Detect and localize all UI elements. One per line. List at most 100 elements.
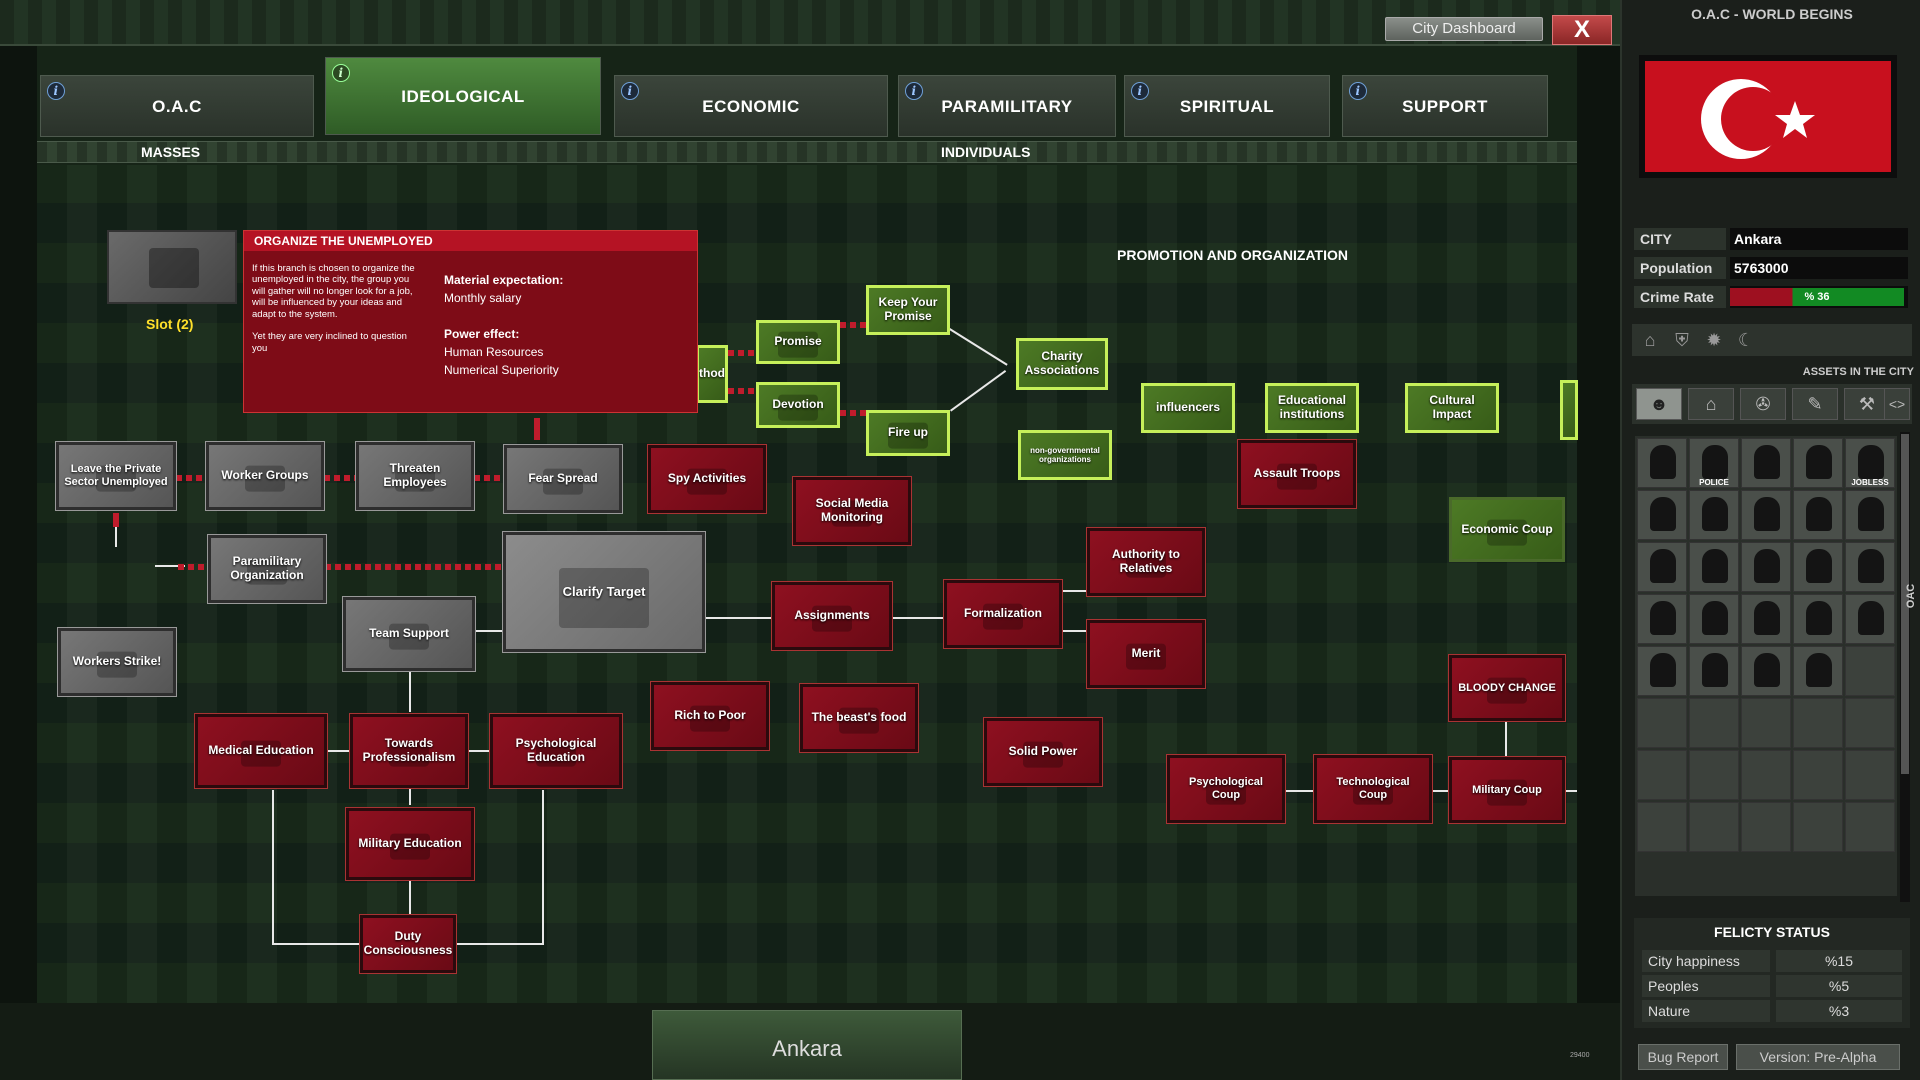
person-silhouette-icon xyxy=(1702,601,1728,635)
node-team-support[interactable]: Team Support xyxy=(343,597,475,671)
node-spy-activities[interactable]: Spy Activities xyxy=(648,445,766,513)
node-keep-your-promise[interactable]: Keep Your Promise xyxy=(866,285,950,335)
empty-asset-slot xyxy=(1741,750,1791,800)
asset-slot[interactable] xyxy=(1689,542,1739,592)
node-leave-private-sector[interactable]: Leave the Private Sector Unemployed xyxy=(56,442,176,510)
asset-slot[interactable] xyxy=(1637,646,1687,696)
asset-slot[interactable]: POLICE xyxy=(1689,438,1739,488)
person-silhouette-icon xyxy=(1858,549,1884,583)
node-military-coup[interactable]: Military Coup xyxy=(1449,757,1565,823)
info-icon[interactable]: i xyxy=(1131,82,1149,100)
info-icon[interactable]: i xyxy=(332,64,350,82)
node-assault-troops[interactable]: Assault Troops xyxy=(1238,440,1356,508)
asset-slot[interactable] xyxy=(1845,594,1895,644)
arrows-icon[interactable]: <> xyxy=(1884,388,1910,420)
bug-report-button[interactable]: Bug Report xyxy=(1638,1044,1728,1070)
node-beasts-food[interactable]: The beast's food xyxy=(800,684,918,752)
asset-slot[interactable] xyxy=(1741,490,1791,540)
asset-slot[interactable] xyxy=(1793,542,1843,592)
info-icon[interactable]: i xyxy=(1349,82,1367,100)
asset-slot[interactable] xyxy=(1741,594,1791,644)
home-icon[interactable]: ⌂ xyxy=(1644,330,1656,350)
asset-slot[interactable] xyxy=(1741,646,1791,696)
node-rich-to-poor[interactable]: Rich to Poor xyxy=(651,682,769,750)
node-clarify-target[interactable]: Clarify Target xyxy=(503,532,705,652)
asset-slot[interactable] xyxy=(1689,594,1739,644)
node-merit[interactable]: Merit xyxy=(1087,620,1205,688)
asset-slot[interactable] xyxy=(1741,438,1791,488)
node-formalization[interactable]: Formalization xyxy=(944,580,1062,648)
node-assignments[interactable]: Assignments xyxy=(772,582,892,650)
empty-asset-slot xyxy=(1845,802,1895,852)
moon-icon[interactable]: ☾ xyxy=(1737,330,1755,350)
node-psychological-coup[interactable]: Psychological Coup xyxy=(1167,755,1285,823)
node-influencers[interactable]: influencers xyxy=(1141,383,1235,433)
asset-slot[interactable] xyxy=(1637,438,1687,488)
asset-slot[interactable] xyxy=(1689,490,1739,540)
person-icon[interactable]: ☻ xyxy=(1636,388,1682,420)
node-ngo[interactable]: non-governmental organizations xyxy=(1018,430,1112,480)
node-workers-strike[interactable]: Workers Strike! xyxy=(58,628,176,696)
node-devotion[interactable]: Devotion xyxy=(756,382,840,428)
asset-slot[interactable] xyxy=(1793,594,1843,644)
close-button[interactable]: X xyxy=(1552,15,1612,45)
info-icon[interactable]: i xyxy=(905,82,923,100)
node-partial[interactable] xyxy=(1560,380,1578,440)
wrench-icon[interactable]: ⚒ xyxy=(1844,388,1890,420)
asset-slot[interactable] xyxy=(1845,490,1895,540)
asset-slot[interactable] xyxy=(1637,490,1687,540)
asset-slot[interactable] xyxy=(1689,646,1739,696)
node-cultural-impact[interactable]: Cultural Impact xyxy=(1405,383,1499,433)
node-fear-spread[interactable]: Fear Spread xyxy=(504,445,622,513)
node-psychological-education[interactable]: Psychological Education xyxy=(490,714,622,788)
node-educational-institutions[interactable]: Educational institutions xyxy=(1265,383,1359,433)
gear-burst-icon[interactable]: ✹ xyxy=(1706,330,1722,350)
node-medical-education[interactable]: Medical Education xyxy=(195,714,327,788)
node-authority-to-relatives[interactable]: Authority to Relatives xyxy=(1087,528,1205,596)
asset-slot[interactable] xyxy=(1845,542,1895,592)
connector xyxy=(1563,790,1577,792)
scroll-thumb[interactable] xyxy=(1901,434,1909,774)
asset-slot[interactable] xyxy=(1637,542,1687,592)
asset-slot[interactable] xyxy=(1793,438,1843,488)
info-icon[interactable]: i xyxy=(47,82,65,100)
city-tab[interactable]: Ankara xyxy=(652,1010,962,1080)
quill-icon[interactable]: ✎ xyxy=(1792,388,1838,420)
node-technological-coup[interactable]: Technological Coup xyxy=(1314,755,1432,823)
node-threaten-employees[interactable]: Threaten Employees xyxy=(356,442,474,510)
node-duty-consciousness[interactable]: Duty Consciousness xyxy=(360,915,456,973)
asset-slot[interactable] xyxy=(1793,646,1843,696)
node-economic-coup[interactable]: Economic Coup xyxy=(1449,497,1565,562)
shield-icon[interactable]: ⛨ xyxy=(1675,330,1689,350)
city-dashboard-button[interactable]: City Dashboard xyxy=(1385,17,1543,41)
asset-slot[interactable] xyxy=(1637,594,1687,644)
wheel-icon[interactable]: ✇ xyxy=(1740,388,1786,420)
house-icon[interactable]: ⌂ xyxy=(1688,388,1734,420)
node-solid-power[interactable]: Solid Power xyxy=(984,718,1102,786)
node-social-media-monitoring[interactable]: Social Media Monitoring xyxy=(793,477,911,545)
info-icon[interactable]: i xyxy=(621,82,639,100)
node-paramilitary-organization[interactable]: Paramilitary Organization xyxy=(208,535,326,603)
asset-slot[interactable] xyxy=(1741,542,1791,592)
node-promise[interactable]: Promise xyxy=(756,320,840,364)
node-method[interactable]: thod xyxy=(696,345,728,403)
node-bloody-change[interactable]: BLOODY CHANGE xyxy=(1449,655,1565,721)
connector xyxy=(1505,720,1507,758)
felicity-value: %15 xyxy=(1776,950,1902,972)
felicity-row: Peoples %5 xyxy=(1642,975,1902,997)
asset-slot[interactable] xyxy=(1793,490,1843,540)
node-charity-associations[interactable]: Charity Associations xyxy=(1016,338,1108,390)
node-worker-groups[interactable]: Worker Groups xyxy=(206,442,324,510)
node-military-education[interactable]: Military Education xyxy=(346,808,474,880)
asset-scrollbar[interactable] xyxy=(1900,432,1910,902)
asset-categories: ☻ ⌂ ✇ ✎ ⚒ <> xyxy=(1632,384,1912,424)
node-towards-professionalism[interactable]: Towards Professionalism xyxy=(350,714,468,788)
node-fire-up[interactable]: Fire up xyxy=(866,410,950,456)
asset-slot[interactable]: JOBLESS xyxy=(1845,438,1895,488)
